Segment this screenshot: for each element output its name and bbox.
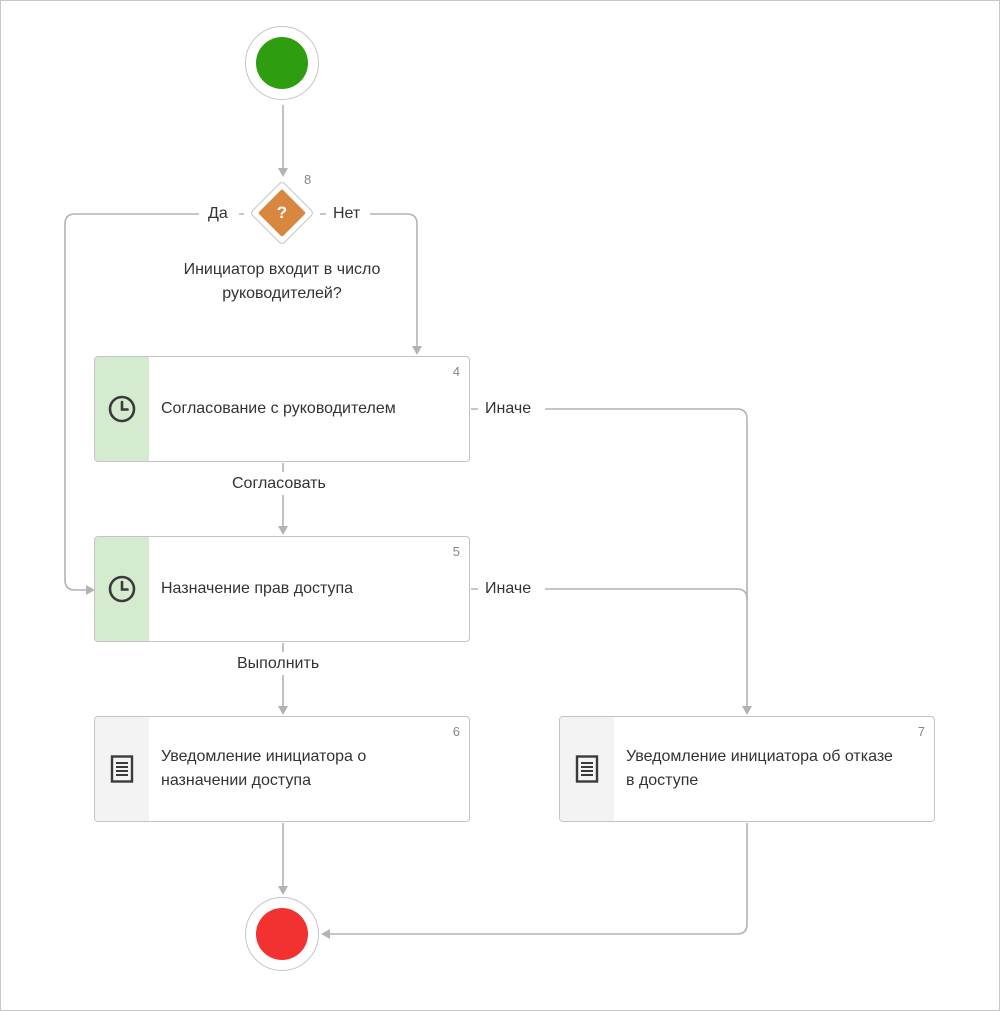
flow-gateway-no	[320, 213, 418, 348]
end-event[interactable]	[245, 897, 319, 971]
task-notify-granted[interactable]: 6 Уведомление инициатора о назначении до…	[94, 716, 470, 822]
task-number: 4	[452, 364, 460, 379]
start-event-icon	[256, 37, 308, 89]
start-event[interactable]	[245, 26, 319, 100]
flow-task7-to-end	[328, 823, 748, 935]
document-icon	[110, 755, 134, 783]
task-number: 7	[917, 724, 925, 739]
task-label: Назначение прав доступа	[161, 580, 354, 597]
arrowhead	[278, 168, 288, 177]
task-number: 5	[452, 544, 460, 559]
arrowhead	[278, 706, 288, 715]
flow-label-execute: Выполнить	[237, 654, 320, 674]
task-number: 6	[452, 724, 460, 739]
arrowhead	[278, 886, 288, 895]
task-type-stripe	[95, 357, 149, 461]
task-label: Согласование с руководителем	[161, 400, 396, 417]
gateway-number: 8	[304, 172, 312, 187]
arrowhead	[86, 585, 95, 595]
arrowhead	[278, 526, 288, 535]
arrowhead	[321, 929, 330, 939]
exclusive-gateway[interactable]: ?	[249, 180, 315, 246]
document-icon	[575, 755, 599, 783]
task-approval-manager[interactable]: 4 Согласование с руководителем	[94, 356, 470, 462]
task-label: Уведомление инициатора об отказе в досту…	[626, 748, 893, 789]
gateway-question: Инициатор входит в число руководителей?	[183, 261, 381, 302]
arrowhead	[412, 346, 422, 355]
end-event-icon	[256, 908, 308, 960]
arrowhead	[742, 706, 752, 715]
gateway-yes-label: Да	[208, 204, 228, 224]
gateway-no-label: Нет	[333, 204, 361, 224]
question-mark-icon: ?	[276, 203, 288, 222]
flow-label-else-2: Иначе	[485, 579, 532, 599]
clock-icon	[108, 395, 136, 423]
flow-label-else-1: Иначе	[485, 399, 532, 419]
task-type-stripe	[95, 537, 149, 641]
task-label: Уведомление инициатора о назначении дост…	[161, 748, 367, 789]
clock-icon	[108, 575, 136, 603]
task-type-stripe	[560, 717, 614, 821]
flow-gateway-yes	[64, 213, 244, 591]
task-notify-denied[interactable]: 7 Уведомление инициатора об отказе в дос…	[559, 716, 935, 822]
task-grant-access[interactable]: 5 Назначение прав доступа	[94, 536, 470, 642]
flow-label-approve: Согласовать	[232, 474, 326, 494]
task-type-stripe	[95, 717, 149, 821]
flow-task4-else	[471, 408, 748, 708]
flow-task5-else	[471, 588, 748, 600]
